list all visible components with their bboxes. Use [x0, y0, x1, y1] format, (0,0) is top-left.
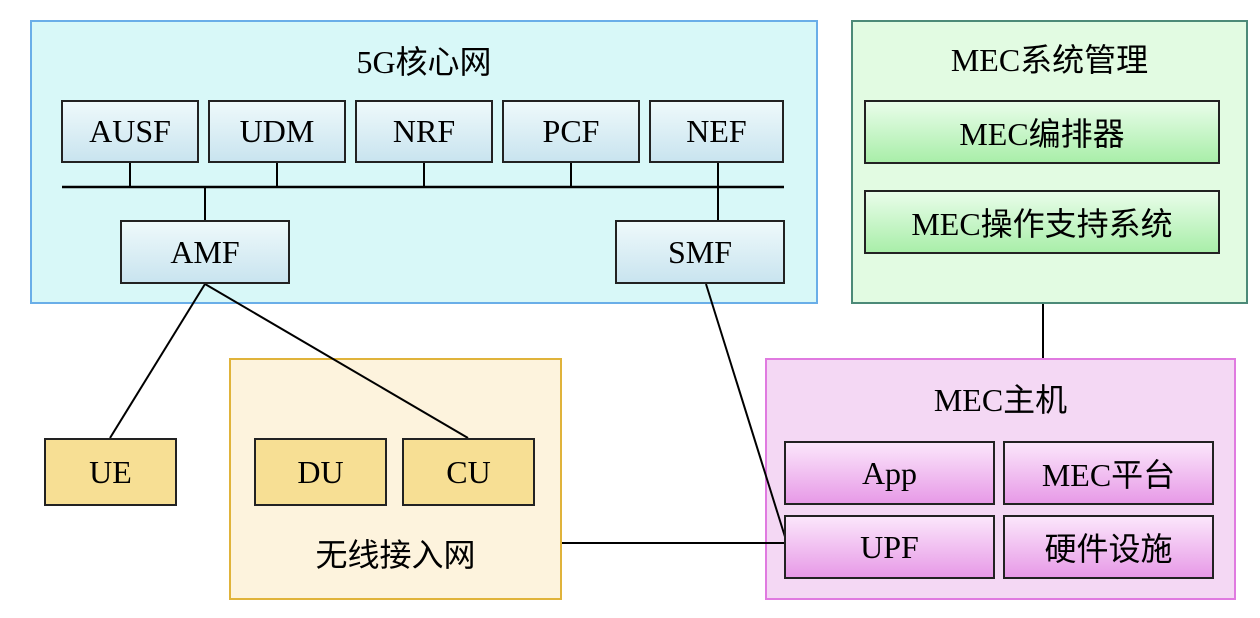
cu-node: CU — [402, 438, 535, 506]
mec-management-title: MEC系统管理 — [950, 42, 1149, 78]
ran-title: 无线接入网 — [315, 537, 476, 573]
infrastructure-node: 硬件设施 — [1003, 515, 1214, 579]
nrf-node: NRF — [355, 100, 493, 163]
ue-node: UE — [44, 438, 177, 506]
mec-oss-node: MEC操作支持系统 — [864, 190, 1220, 254]
udm-node: UDM — [208, 100, 346, 163]
amf-ue-link — [109, 283, 206, 439]
ausf-node: AUSF — [61, 100, 199, 163]
du-node: DU — [254, 438, 387, 506]
mec-orchestrator-node: MEC编排器 — [864, 100, 1220, 164]
core-network-title: 5G核心网 — [356, 44, 492, 80]
amf-node: AMF — [120, 220, 290, 284]
mec-platform-node: MEC平台 — [1003, 441, 1214, 505]
nef-node: NEF — [649, 100, 784, 163]
amf-cu-link — [204, 283, 469, 439]
upf-node: UPF — [784, 515, 995, 579]
smf-upf-link — [705, 283, 787, 541]
app-node: App — [784, 441, 995, 505]
pcf-node: PCF — [502, 100, 640, 163]
mec-host-title: MEC主机 — [933, 382, 1068, 418]
smf-node: SMF — [615, 220, 785, 284]
